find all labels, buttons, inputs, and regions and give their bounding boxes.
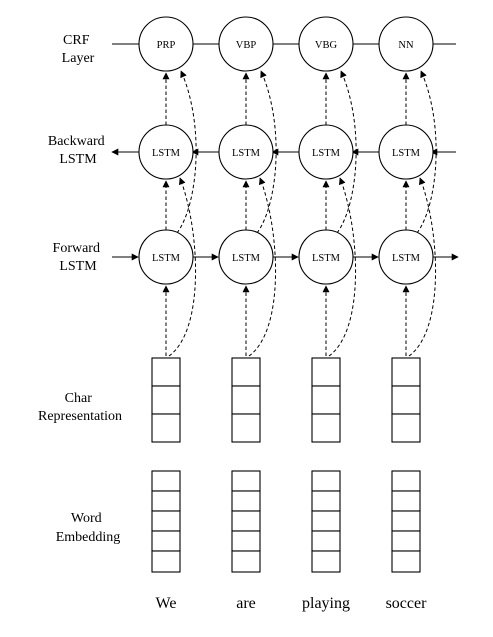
- crf-layer-label: CRF Layer: [62, 33, 95, 66]
- backward-lstm-label: Backward LSTM: [48, 134, 108, 167]
- char-representation-vector: [391, 357, 421, 443]
- backward-lstm-node: LSTM: [298, 124, 354, 180]
- crf-tag: VBP: [236, 40, 257, 51]
- char-representation-vector: [151, 357, 181, 443]
- lstm-label: LSTM: [152, 253, 181, 264]
- dashed-connections-col-4: [402, 70, 437, 357]
- forward-lstm-node: LSTM: [378, 229, 434, 285]
- crf-tag: NN: [398, 40, 414, 51]
- backward-lstm-node: LSTM: [218, 124, 274, 180]
- word-embedding-vector: [391, 470, 421, 573]
- char-representation-vector: [231, 357, 261, 443]
- lstm-label: LSTM: [152, 148, 181, 159]
- lstm-label: LSTM: [312, 253, 341, 264]
- backward-lstm-node: LSTM: [378, 124, 434, 180]
- forward-lstm-node: LSTM: [138, 229, 194, 285]
- input-word: are: [236, 595, 256, 612]
- word-embedding-label: Word Embedding: [56, 511, 121, 545]
- crf-tag: PRP: [157, 40, 176, 51]
- crf-node: VBG: [298, 16, 354, 72]
- lstm-label: LSTM: [392, 253, 421, 264]
- word-embedding-vector: [151, 470, 181, 573]
- char-representation-vector: [311, 357, 341, 443]
- input-word: soccer: [386, 595, 428, 612]
- char-representation-label: Char Representation: [38, 391, 122, 424]
- word-embedding-vector: [311, 470, 341, 573]
- backward-lstm-node: LSTM: [138, 124, 194, 180]
- lstm-label: LSTM: [232, 253, 261, 264]
- crf-tag: VBG: [315, 40, 338, 51]
- forward-lstm-node: LSTM: [298, 229, 354, 285]
- dashed-connections-col-1: [162, 70, 197, 357]
- lstm-label: LSTM: [392, 148, 421, 159]
- lstm-label: LSTM: [312, 148, 341, 159]
- dashed-connections-col-3: [322, 70, 357, 357]
- dashed-connections-col-2: [242, 70, 277, 357]
- input-word: playing: [302, 595, 350, 612]
- lstm-label: LSTM: [232, 148, 261, 159]
- input-word: We: [156, 595, 177, 612]
- crf-node: VBP: [218, 16, 274, 72]
- forward-lstm-label: Forward LSTM: [53, 241, 104, 274]
- crf-node: PRP: [138, 16, 194, 72]
- forward-lstm-node: LSTM: [218, 229, 274, 285]
- crf-node: NN: [378, 16, 434, 72]
- word-embedding-vector: [231, 470, 261, 573]
